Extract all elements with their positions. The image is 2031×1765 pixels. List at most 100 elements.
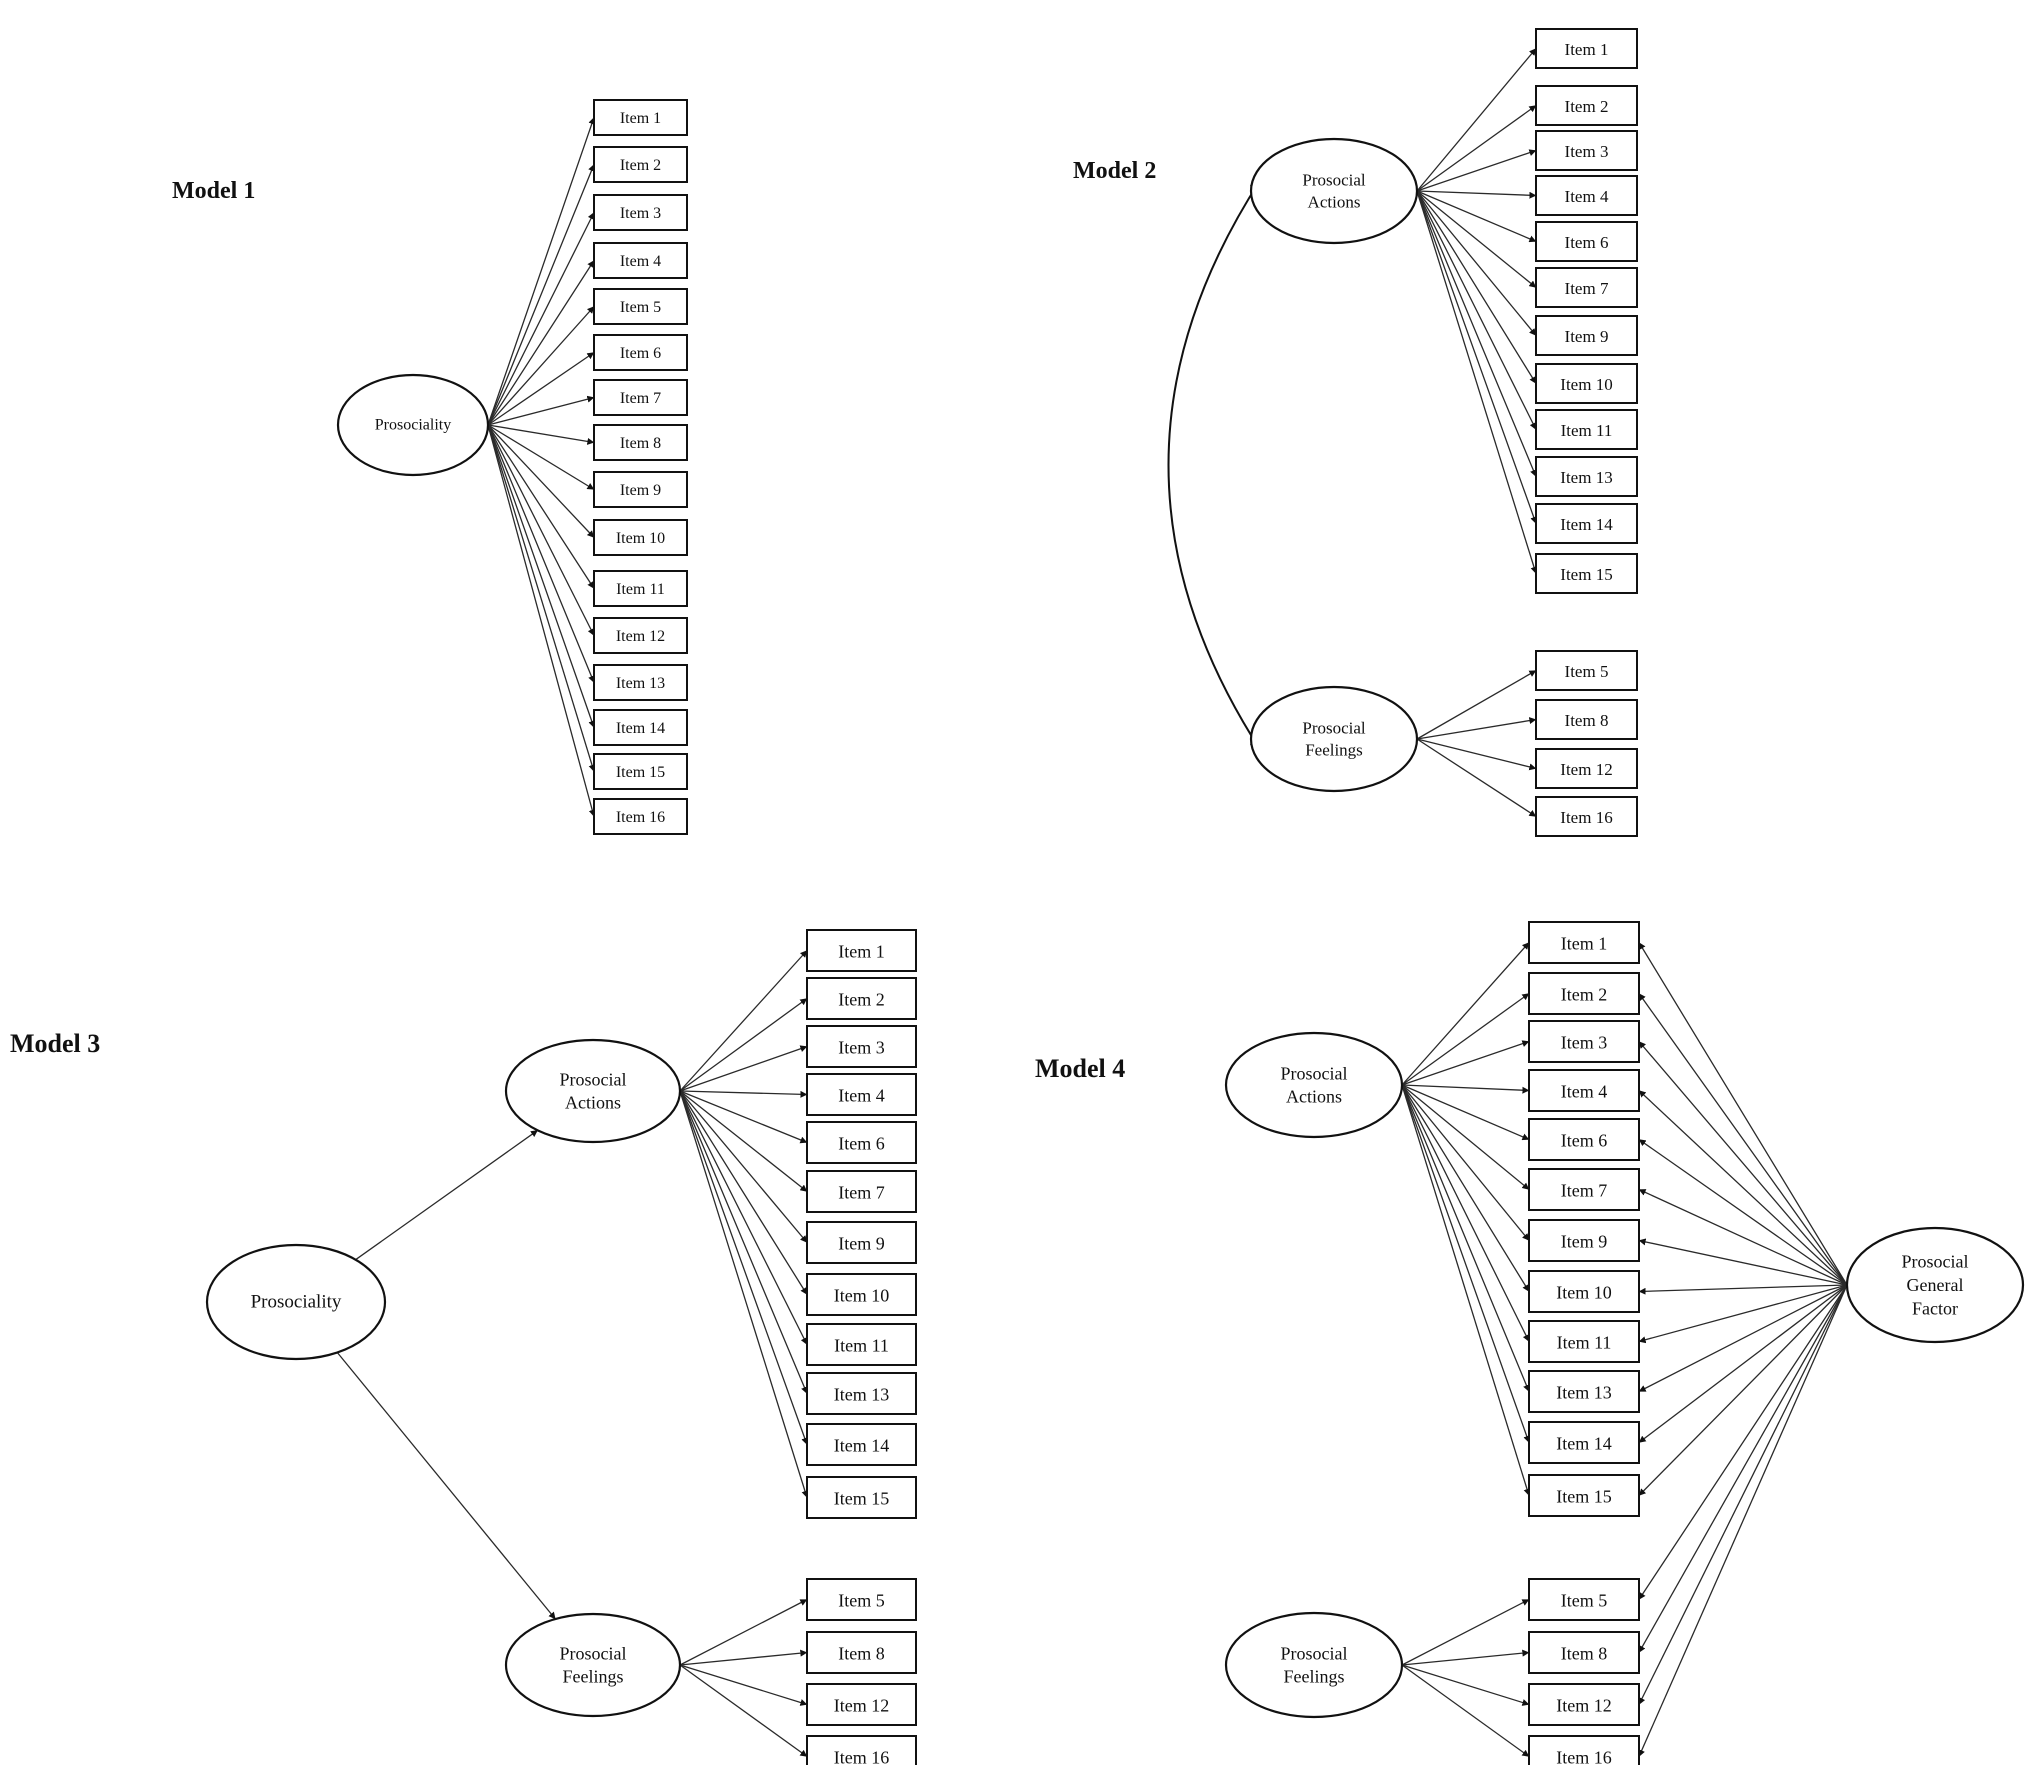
model-3-item-1-rect bbox=[806, 929, 917, 972]
model-1-item-10-rect bbox=[593, 519, 688, 556]
model-4-item-16-box: Item 16 bbox=[1528, 1735, 1640, 1765]
model-4-factor-actions-label-2: Actions bbox=[1286, 1087, 1342, 1107]
model-4-item-11-label: Item 11 bbox=[1557, 1333, 1612, 1353]
model-2-item-5-box: Item 5 bbox=[1535, 650, 1638, 691]
model-1-item-7-rect bbox=[593, 379, 688, 416]
model-4-path-actions-to-item-10 bbox=[1401, 1084, 1530, 1292]
model-4-path-actions-to-item-3 bbox=[1401, 1040, 1530, 1086]
model-4-path-feelings-to-item-5 bbox=[1401, 1598, 1530, 1666]
model-2-path-actions-to-item-14 bbox=[1416, 190, 1538, 524]
model-1-path-prosociality-to-item-7 bbox=[487, 395, 595, 426]
model-2-item-12-rect bbox=[1535, 748, 1638, 789]
model-2-path-feelings-to-item-12 bbox=[1416, 738, 1537, 771]
model-1-factor-prosociality: Prosociality bbox=[336, 373, 490, 477]
model-1-item-14-rect bbox=[593, 709, 688, 746]
model-2-item-7-label: Item 7 bbox=[1565, 279, 1609, 298]
model-4-item-3-box: Item 3 bbox=[1528, 1020, 1640, 1063]
node-layer: Item 1 Item 2 Item 3 Item 4 Item 5 Item 6 Item… bbox=[205, 28, 2025, 1765]
model-3-item-10-box: Item 10 bbox=[806, 1273, 917, 1316]
model-3-path-actions-to-item-7 bbox=[679, 1090, 808, 1193]
model-3-path-actions-to-item-6 bbox=[679, 1090, 808, 1144]
model-4-item-6-rect bbox=[1528, 1118, 1640, 1161]
model-4-item-4-label: Item 4 bbox=[1561, 1082, 1608, 1102]
model-1-item-4-rect bbox=[593, 242, 688, 279]
model-3-path-actions-to-item-13 bbox=[679, 1090, 808, 1394]
model-3-factor-prosociality-label-1: Prosociality bbox=[251, 1292, 342, 1313]
model-2-item-6-rect bbox=[1535, 221, 1638, 262]
model-2-path-feelings-to-item-8 bbox=[1416, 717, 1537, 740]
model-3-item-9-box: Item 9 bbox=[806, 1221, 917, 1264]
model-4-factor-actions-label-1: Prosocial bbox=[1281, 1063, 1348, 1083]
model-2-path-actions-to-item-4 bbox=[1416, 190, 1537, 199]
model-2-item-8-label: Item 8 bbox=[1565, 711, 1609, 730]
model-2-item-4-label: Item 4 bbox=[1565, 187, 1609, 206]
model-2-correlation-actions-feelings bbox=[1167, 178, 1262, 752]
model-2-item-10-rect bbox=[1535, 363, 1638, 404]
model-1-item-6-label: Item 6 bbox=[620, 345, 661, 362]
model-3-path-actions-to-item-11 bbox=[679, 1090, 808, 1345]
model-3-factor-actions-label-1: Prosocial bbox=[560, 1069, 627, 1089]
model-1-item-11-box: Item 11 bbox=[593, 570, 688, 607]
model-3-factor-actions-label-2: Actions bbox=[565, 1093, 621, 1113]
model-3-item-11-label: Item 11 bbox=[834, 1336, 889, 1356]
model-4-path-feelings-to-item-12 bbox=[1401, 1664, 1530, 1706]
model-2-path-actions-to-item-3 bbox=[1416, 149, 1537, 192]
model-3-item-2-box: Item 2 bbox=[806, 977, 917, 1020]
model-2-item-16-rect bbox=[1535, 796, 1638, 837]
model-1-item-1-box: Item 1 bbox=[593, 99, 688, 136]
model-4-item-5-label: Item 5 bbox=[1561, 1591, 1608, 1611]
model-2-item-5-rect bbox=[1535, 650, 1638, 691]
model-1-item-11-label: Item 11 bbox=[616, 581, 665, 598]
model-4-item-14-label: Item 14 bbox=[1556, 1434, 1612, 1454]
model-1-path-prosociality-to-item-15 bbox=[487, 424, 596, 772]
model-4-path-general-to-item-5 bbox=[1638, 1284, 1848, 1600]
model-2-item-7-box: Item 7 bbox=[1535, 267, 1638, 308]
model-4-item-7-rect bbox=[1528, 1168, 1640, 1211]
model-1-item-13-box: Item 13 bbox=[593, 664, 688, 701]
model-2-item-4-box: Item 4 bbox=[1535, 175, 1638, 216]
model-3-factor-feelings-ellipse bbox=[504, 1612, 682, 1718]
model-4-path-general-to-item-14 bbox=[1638, 1284, 1848, 1444]
model-3-item-3-rect bbox=[806, 1025, 917, 1068]
model-3-title: Model 3 bbox=[10, 1029, 100, 1058]
model-4-item-12-rect bbox=[1528, 1683, 1640, 1726]
model-1-item-14-label: Item 14 bbox=[616, 720, 665, 737]
model-2-path-actions-to-item-15 bbox=[1416, 190, 1538, 574]
model-1-item-3-rect bbox=[593, 194, 688, 231]
model-2-item-11-label: Item 11 bbox=[1561, 421, 1613, 440]
model-4-item-3-label: Item 3 bbox=[1561, 1033, 1608, 1053]
model-2-path-feelings-to-item-5 bbox=[1416, 669, 1537, 740]
model-2-item-2-box: Item 2 bbox=[1535, 85, 1638, 126]
model-3-item-16-box: Item 16 bbox=[806, 1735, 917, 1765]
model-2-title: Model 2 bbox=[1073, 158, 1156, 184]
model-1-item-13-label: Item 13 bbox=[616, 675, 665, 692]
model-3-item-12-box: Item 12 bbox=[806, 1683, 917, 1726]
model-1-item-10-label: Item 10 bbox=[616, 530, 665, 547]
model-4-item-2-box: Item 2 bbox=[1528, 972, 1640, 1015]
model-3-path-feelings-to-item-8 bbox=[679, 1649, 808, 1666]
model-2-item-15-box: Item 15 bbox=[1535, 553, 1638, 594]
model-2-item-5-label: Item 5 bbox=[1565, 662, 1609, 681]
model-2-item-2-label: Item 2 bbox=[1565, 97, 1609, 116]
model-1-path-prosociality-to-item-3 bbox=[487, 212, 595, 426]
model-4-factor-general-ellipse bbox=[1845, 1226, 2025, 1344]
model-3-item-10-label: Item 10 bbox=[834, 1286, 890, 1306]
model-4-path-general-to-item-8 bbox=[1638, 1284, 1848, 1653]
model-4-path-general-to-item-13 bbox=[1638, 1284, 1848, 1393]
model-3-path-actions-to-item-10 bbox=[679, 1090, 808, 1295]
model-4-item-6-box: Item 6 bbox=[1528, 1118, 1640, 1161]
model-3-item-6-rect bbox=[806, 1121, 917, 1164]
model-4-item-13-box: Item 13 bbox=[1528, 1370, 1640, 1413]
model-2-item-6-label: Item 6 bbox=[1565, 233, 1609, 252]
model-1-item-2-label: Item 2 bbox=[620, 157, 661, 174]
model-1-path-prosociality-to-item-14 bbox=[487, 424, 596, 728]
model-1-item-3-label: Item 3 bbox=[620, 205, 661, 222]
model-3-item-3-label: Item 3 bbox=[838, 1038, 885, 1058]
model-4-item-11-box: Item 11 bbox=[1528, 1320, 1640, 1363]
model-3-path-feelings-to-item-12 bbox=[679, 1664, 808, 1706]
